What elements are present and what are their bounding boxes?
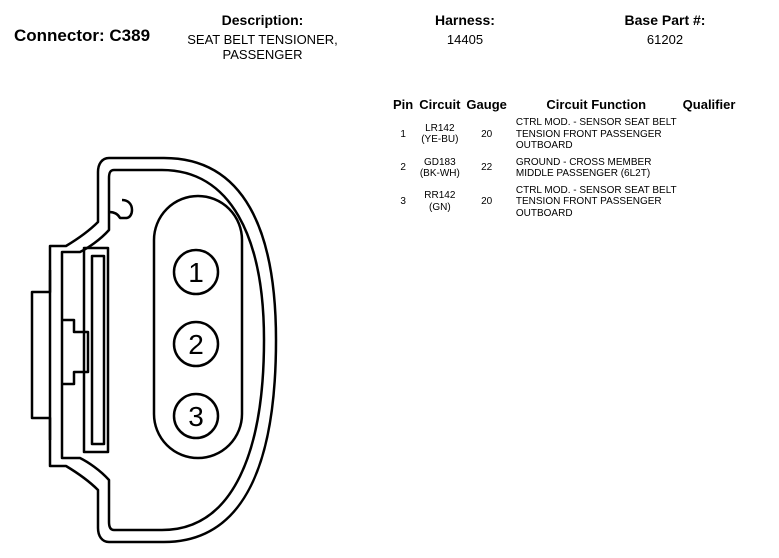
base-part-block: Base Part #: 61202 <box>610 12 720 47</box>
table-row: 2 GD183(BK-WH) 22 GROUND - CROSS MEMBER … <box>390 157 738 185</box>
latch-notch <box>108 198 134 220</box>
circuit-code: LR142 <box>425 122 455 134</box>
gauge-cell: 20 <box>481 128 493 140</box>
col-header-qualifier: Qualifier <box>682 97 736 112</box>
qualifier-cell <box>680 117 739 157</box>
harness-label: Harness: <box>435 12 495 28</box>
col-header-gauge: Gauge <box>466 97 507 112</box>
lock-tab <box>62 318 90 386</box>
wire-color: (BK-WH) <box>419 168 460 179</box>
pin-table: Pin Circuit Gauge Circuit Function Quali… <box>390 97 738 224</box>
circuit-code: RR142 <box>424 190 456 202</box>
qualifier-cell <box>680 157 739 185</box>
table-row: 1 LR142(YE-BU) 20 CTRL MOD. - SENSOR SEA… <box>390 117 738 157</box>
circuit-cell: GD183(BK-WH) <box>416 157 463 185</box>
table-header-row: Pin Circuit Gauge Circuit Function Quali… <box>390 97 738 117</box>
connector-title: Connector: C389 <box>14 26 151 45</box>
col-header-function: Circuit Function <box>546 97 647 112</box>
circuit-code: GD183 <box>423 156 456 168</box>
harness-block: Harness: 14405 <box>415 12 515 47</box>
pin-cell: 2 <box>400 162 406 174</box>
pin-3-circle <box>172 392 220 440</box>
lock-bar-inner <box>90 254 106 446</box>
wire-color: (GN) <box>428 201 451 213</box>
description-value: SEAT BELT TENSIONER, PASSENGER <box>187 32 338 62</box>
pin-cell: 1 <box>400 128 406 140</box>
function-cell: GROUND - CROSS MEMBER MIDDLE PASSENGER (… <box>515 156 652 180</box>
circuit-cell: RR142(GN) <box>416 185 463 225</box>
pin-1-label: 1 <box>188 257 204 288</box>
col-header-pin: Pin <box>393 97 414 112</box>
pin-3-label: 3 <box>188 401 204 432</box>
description-block: Description: SEAT BELT TENSIONER, PASSEN… <box>170 12 355 62</box>
harness-value: 14405 <box>446 32 484 47</box>
housing-outline <box>30 156 278 544</box>
qualifier-cell <box>680 185 739 225</box>
pin-cell: 3 <box>400 196 406 207</box>
wire-color: (YE-BU) <box>421 134 459 146</box>
base-part-label: Base Part #: <box>624 12 706 28</box>
function-cell: CTRL MOD. - SENSOR SEAT BELT TENSION FRO… <box>515 117 677 151</box>
description-label: Description: <box>221 12 304 28</box>
connector-face-diagram: 1 2 3 <box>30 156 278 544</box>
function-cell: CTRL MOD. - SENSOR SEAT BELT TENSION FRO… <box>515 184 677 219</box>
base-part-value: 61202 <box>646 32 684 47</box>
gauge-cell: 20 <box>481 196 493 207</box>
pin-cavity-pocket <box>152 194 244 460</box>
housing-inner-outline <box>60 168 266 532</box>
pin-1-circle <box>172 248 220 296</box>
gauge-cell: 22 <box>481 162 493 174</box>
col-header-circuit: Circuit <box>419 97 461 112</box>
circuit-cell: LR142(YE-BU) <box>416 117 463 157</box>
pin-2-label: 2 <box>188 329 204 360</box>
pin-2-circle <box>172 320 220 368</box>
table-row: 3 RR142(GN) 20 CTRL MOD. - SENSOR SEAT B… <box>390 185 738 225</box>
lock-bar-outer <box>82 246 110 454</box>
